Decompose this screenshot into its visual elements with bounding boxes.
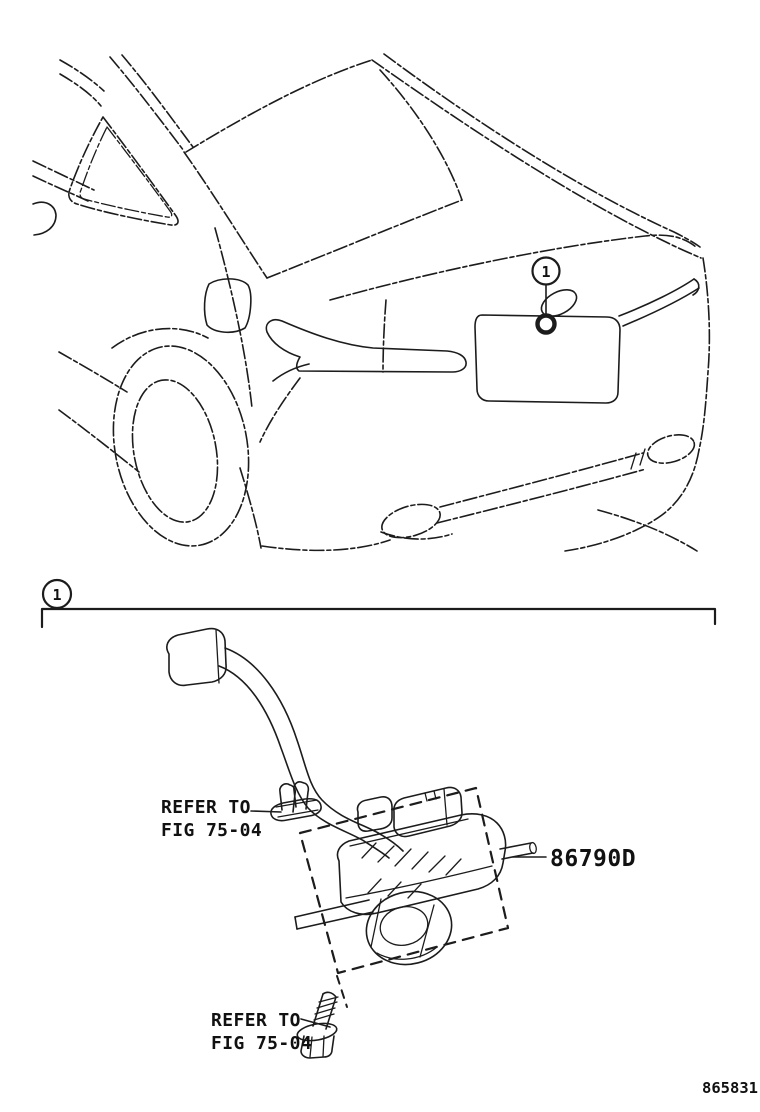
bolt-dashed-leader — [336, 975, 348, 1008]
exhaust-tip-left — [381, 503, 441, 539]
quarter-window — [32, 116, 179, 226]
harness-connector — [166, 627, 227, 687]
dashed-boundary — [298, 786, 510, 975]
tail-lamp-left — [259, 318, 467, 443]
camera-assembly — [294, 786, 537, 966]
camera-detail-illustration: 1 REFER TO FIG 75-04 — [40, 578, 717, 1059]
clip-leader-line — [250, 810, 282, 813]
license-plate-recess — [474, 314, 621, 404]
roof-lines — [59, 53, 702, 259]
mounting-bolt — [296, 991, 339, 1059]
retainer-clip — [270, 781, 322, 822]
door-handle — [32, 201, 57, 236]
bolt-note-line1: REFER TO — [211, 1010, 301, 1031]
clip-note-line1: REFER TO — [161, 797, 251, 818]
part-number-label[interactable]: 86790D — [550, 846, 636, 872]
assembly-hatching — [361, 842, 462, 899]
rear-wheel — [58, 227, 262, 549]
tail-lamp-right — [618, 278, 700, 327]
clip-note-line2: FIG 75-04 — [161, 820, 262, 841]
fuel-door — [203, 278, 252, 334]
rear-bumper — [261, 257, 711, 552]
bolt-leader-line — [300, 1018, 331, 1028]
callout-1-circle — [531, 256, 561, 286]
bracket-rail — [294, 899, 374, 930]
camera-location-callout[interactable]: 1 — [531, 256, 581, 335]
exhaust-tip-right — [646, 434, 696, 464]
camera-outline-dashed — [540, 289, 578, 317]
mounting-stud — [499, 841, 537, 860]
callout-1-number[interactable]: 1 — [541, 263, 550, 281]
detail-callout-number[interactable]: 1 — [52, 586, 61, 604]
trunk-lid — [329, 234, 697, 373]
figure-number: 865831 — [702, 1079, 758, 1097]
detail-callout[interactable]: 1 — [41, 578, 73, 610]
camera-barrel — [365, 890, 453, 966]
rear-window — [183, 69, 463, 279]
camera-grommet — [535, 313, 557, 335]
car-rear-illustration: 1 — [32, 53, 711, 552]
detail-bracket-line — [40, 607, 717, 629]
bolt-note-line2: FIG 75-04 — [211, 1033, 312, 1054]
